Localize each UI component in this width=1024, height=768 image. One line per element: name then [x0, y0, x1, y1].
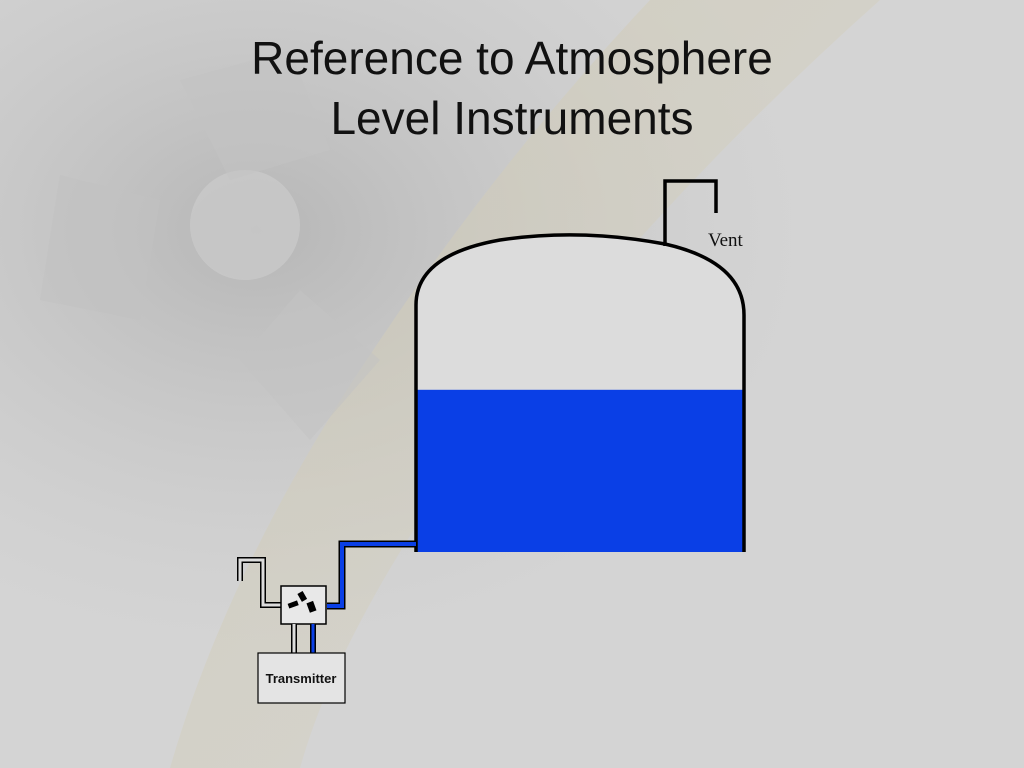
manifold-valve-block	[280, 585, 327, 625]
watermark-hub	[190, 170, 300, 280]
reference-tube-inner	[238, 558, 282, 607]
vent-pipe	[663, 179, 718, 246]
title-line-2: Level Instruments	[330, 92, 694, 144]
title-line-1: Reference to Atmosphere	[251, 32, 773, 84]
valve-handle-top	[297, 591, 308, 602]
slide-title: Reference to Atmosphere Level Instrument…	[0, 28, 1024, 148]
watermark-blade-bottom	[240, 290, 380, 440]
vent-label: Vent	[708, 230, 744, 251]
watermark-band	[170, 0, 880, 768]
transmitter-label: Transmitter	[266, 671, 337, 686]
impulse-line-fluid	[327, 542, 416, 608]
reference-tube-outer	[237, 557, 282, 608]
tank-liquid	[416, 389, 744, 552]
tank-outline	[414, 233, 746, 552]
valve-handle-right	[306, 600, 317, 613]
transmitter-box	[257, 652, 346, 704]
valve-handle-left	[287, 600, 299, 609]
watermark-blade-left	[40, 175, 160, 320]
watermark-blade-top	[180, 50, 330, 180]
